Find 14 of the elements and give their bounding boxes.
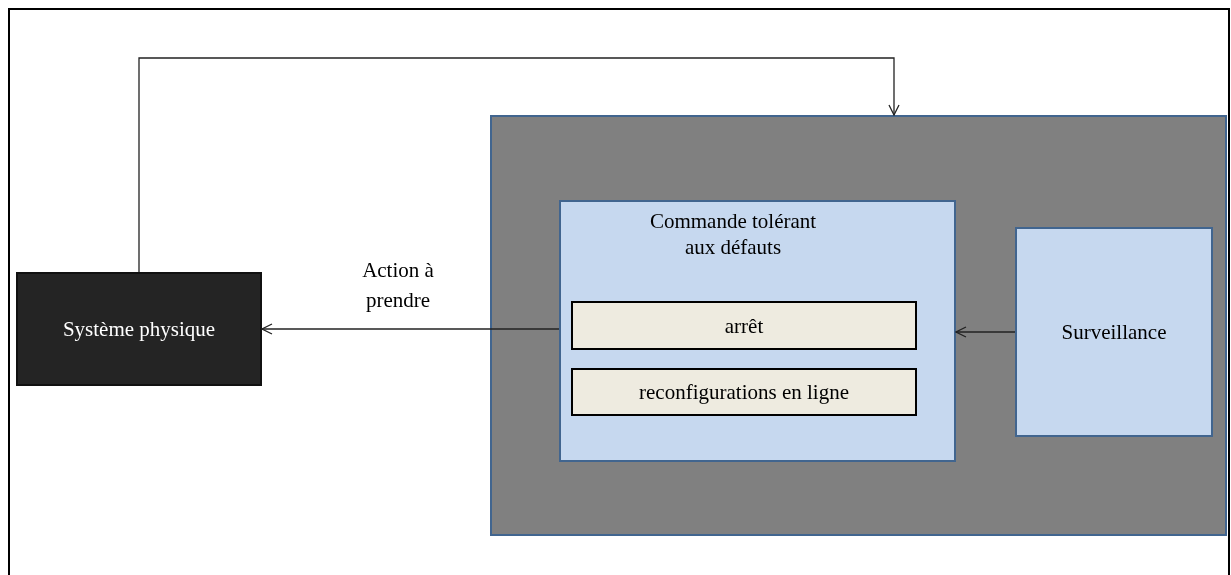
system-box bbox=[16, 272, 262, 386]
node-label: Surveillance bbox=[1060, 319, 1168, 345]
monitoring-box bbox=[1015, 227, 1213, 437]
arrow bbox=[955, 326, 1016, 338]
arrow bbox=[261, 323, 560, 335]
outer-panel bbox=[490, 115, 1227, 536]
node-label: Commande tolérant aux défauts bbox=[648, 208, 818, 260]
node-label: reconfigurations en ligne bbox=[638, 379, 850, 405]
arrow bbox=[138, 57, 900, 273]
control-box bbox=[559, 200, 956, 462]
node-label: Système physique bbox=[61, 316, 217, 342]
option-box bbox=[571, 368, 917, 416]
option-box bbox=[571, 301, 917, 350]
node-label: arrêt bbox=[723, 312, 765, 339]
